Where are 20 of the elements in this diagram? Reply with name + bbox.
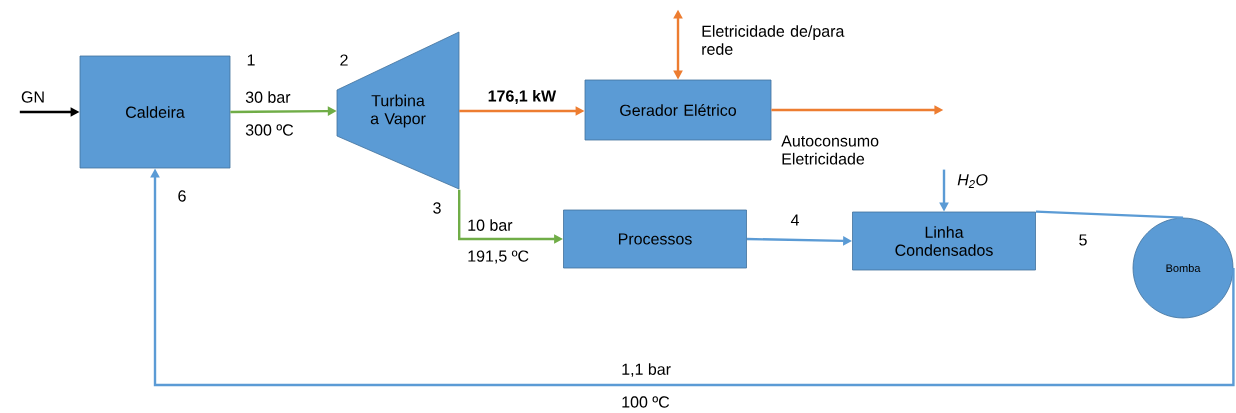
- state-number: 4: [790, 214, 799, 226]
- stream-label: GN: [21, 91, 44, 103]
- process-box: Linha Condensados: [852, 211, 1036, 271]
- state-number: 2: [340, 54, 348, 66]
- stream-condition: 100 ºC: [622, 396, 670, 408]
- edge-label: 176,1 kW: [488, 89, 557, 104]
- water-label: H$_{2}$O: [957, 174, 988, 188]
- process-box: Gerador Elétrico: [584, 79, 772, 141]
- state-number: 6: [178, 190, 186, 202]
- state-number: 1: [247, 54, 255, 66]
- stream-condition: 10 bar: [468, 219, 513, 231]
- process-box: Processos: [563, 209, 747, 269]
- stream-condition: 30 bar: [245, 91, 291, 103]
- stream-condition: 300 ºC: [245, 124, 294, 136]
- flow-note: Eletricidade de/para rede: [702, 25, 845, 55]
- process-box: Caldeira: [79, 55, 231, 169]
- stream-condition: 1,1 bar: [622, 363, 671, 377]
- flow-note: Autoconsumo Eletricidade: [781, 135, 879, 165]
- stream-condition: 191,5 ºC: [468, 250, 529, 264]
- state-number: 5: [1079, 234, 1087, 246]
